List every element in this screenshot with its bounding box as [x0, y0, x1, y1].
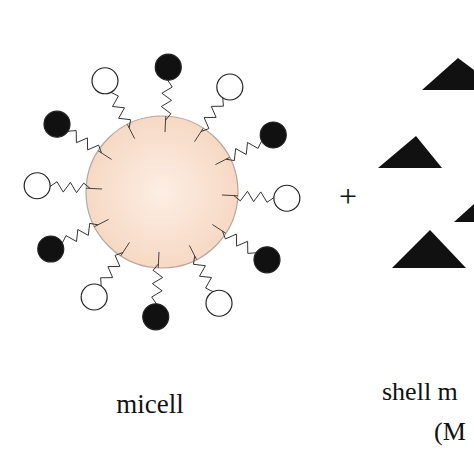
shell-triangle	[392, 230, 466, 268]
shell-label: shell m	[382, 379, 458, 405]
plus-sign: +	[339, 180, 357, 212]
surfactant-tails	[24, 54, 300, 330]
shell-abbrev: (M	[434, 419, 466, 445]
shell-triangle	[422, 58, 474, 90]
shell-material	[378, 58, 474, 268]
micelle-label: micell	[116, 391, 183, 418]
shell-triangle	[378, 136, 442, 168]
shell-triangle	[454, 204, 474, 222]
micelle-core	[86, 116, 238, 268]
